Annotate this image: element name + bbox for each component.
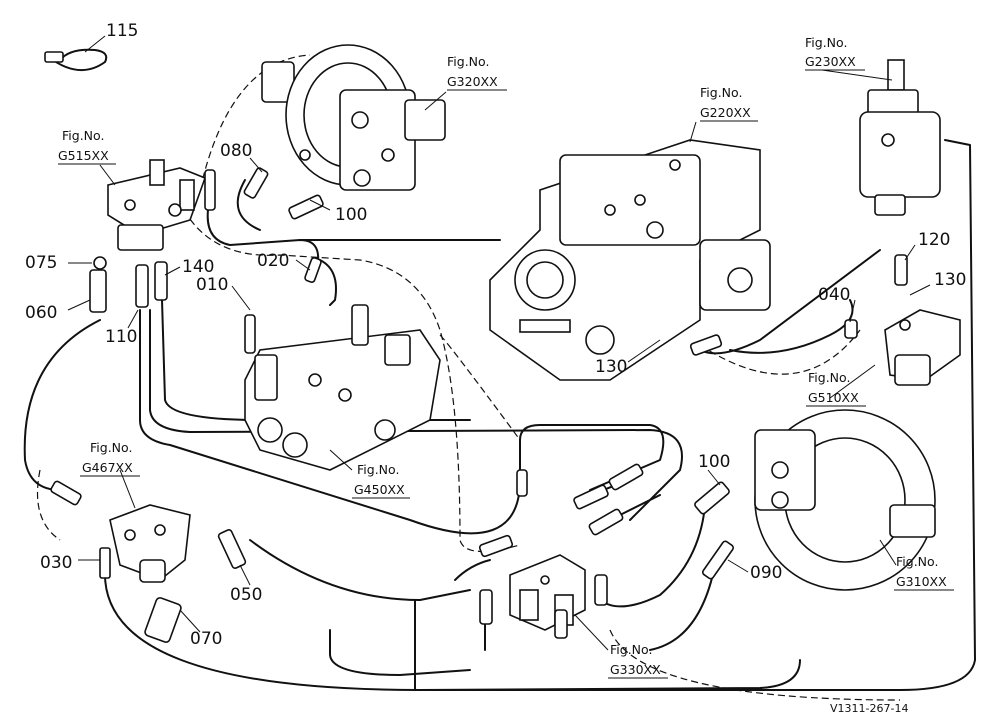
pipe-routes <box>23 139 976 691</box>
part-label-115: 115 <box>106 21 138 41</box>
diagram-code: V1311-267-14 <box>830 702 908 715</box>
part-label-130-right: 130 <box>934 270 966 290</box>
fig-number-g467: G467XX <box>82 460 133 475</box>
fig-number-g330: G330XX <box>610 662 661 677</box>
fig-label-g310: Fig.No. <box>896 554 938 569</box>
fig-number-g515: G515XX <box>58 148 109 163</box>
cable-tie-115 <box>44 48 108 71</box>
bracket-g330 <box>509 554 586 631</box>
part-label-130-center: 130 <box>595 357 627 377</box>
part-number-labels: 115 080 100 020 010 075 140 060 110 120 … <box>25 21 966 649</box>
part-label-030: 030 <box>40 553 72 573</box>
part-label-100-top: 100 <box>335 205 367 225</box>
control-valve-g450 <box>244 304 441 471</box>
part-label-120: 120 <box>918 230 950 250</box>
fig-number-g510: G510XX <box>808 390 859 405</box>
motor-g310 <box>754 409 936 591</box>
part-label-050: 050 <box>230 585 262 605</box>
fig-number-g230: G230XX <box>805 54 856 69</box>
fig-number-g310: G310XX <box>896 574 947 589</box>
part-label-020: 020 <box>257 251 289 271</box>
fig-number-g320: G320XX <box>447 74 498 89</box>
part-label-100-right: 100 <box>698 452 730 472</box>
part-label-075: 075 <box>25 253 57 273</box>
part-label-040: 040 <box>818 285 850 305</box>
fig-number-g220: G220XX <box>700 105 751 120</box>
part-label-060: 060 <box>25 303 57 323</box>
fig-label-g450: Fig.No. <box>357 462 399 477</box>
valve-g515 <box>107 159 207 251</box>
leader-lines <box>67 35 931 651</box>
fig-label-g467: Fig.No. <box>90 440 132 455</box>
fig-label-g320: Fig.No. <box>447 54 489 69</box>
motor-g320 <box>261 44 446 191</box>
part-label-010: 010 <box>196 275 228 295</box>
part-label-110: 110 <box>105 327 137 347</box>
part-label-090: 090 <box>750 563 782 583</box>
fittings <box>50 167 908 643</box>
valve-g467 <box>109 504 191 583</box>
fig-label-g230: Fig.No. <box>805 35 847 50</box>
figure-references: Fig.No. G320XX Fig.No. G230XX Fig.No. G2… <box>58 35 954 679</box>
part-label-080: 080 <box>220 141 252 161</box>
part-label-070: 070 <box>190 629 222 649</box>
part-label-140: 140 <box>182 257 214 277</box>
dashed-runs <box>36 54 901 701</box>
valve-g510 <box>884 309 961 386</box>
fig-label-g510: Fig.No. <box>808 370 850 385</box>
fig-label-g515: Fig.No. <box>62 128 104 143</box>
fig-label-g330: Fig.No. <box>610 642 652 657</box>
pump-g220 <box>489 139 771 381</box>
fig-number-g450: G450XX <box>354 482 405 497</box>
filter-g230 <box>859 59 941 216</box>
fig-label-g220: Fig.No. <box>700 85 742 100</box>
